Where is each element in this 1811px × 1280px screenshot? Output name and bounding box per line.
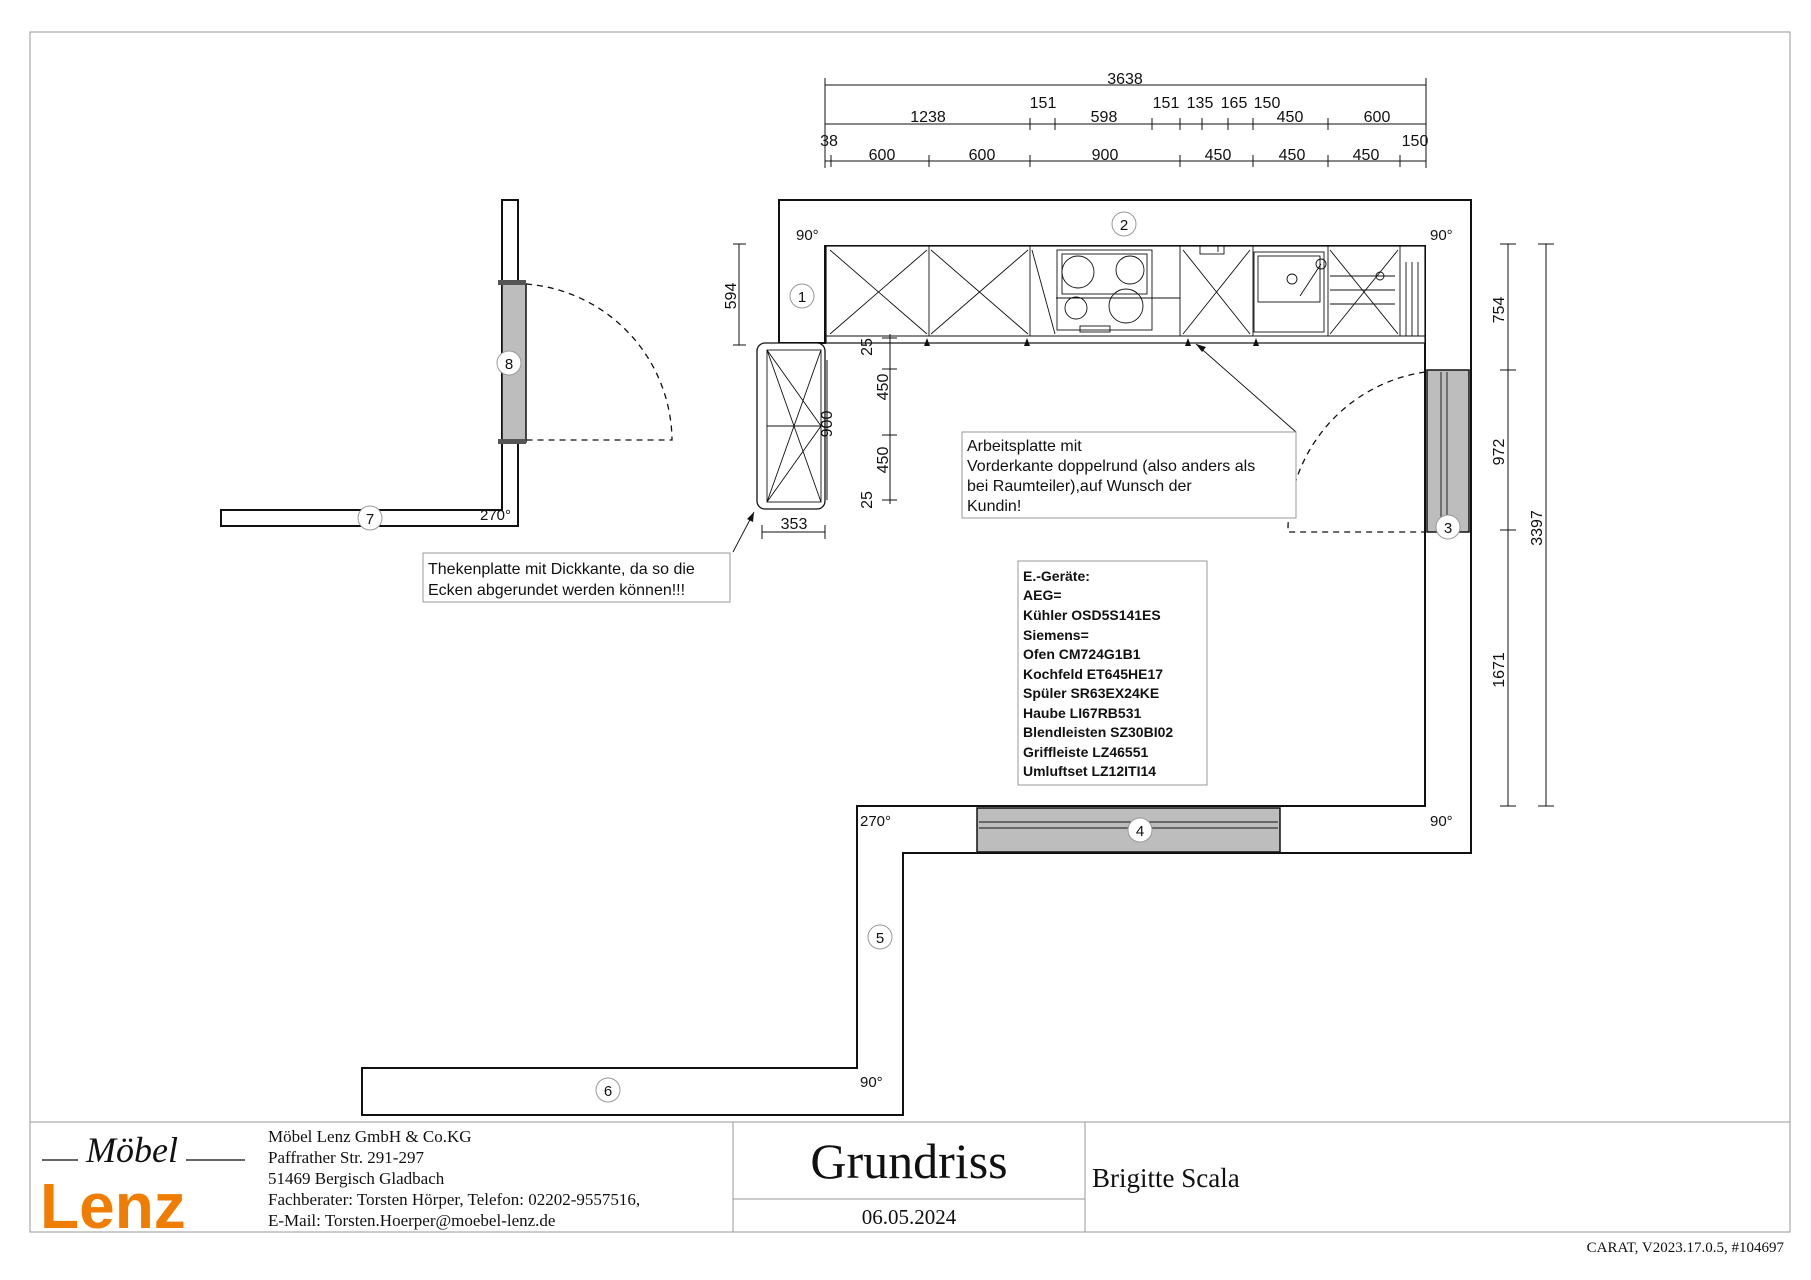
dim-row3-value: 600 bbox=[969, 147, 996, 164]
worktop-note: Arbeitsplatte mit Vorderkante doppelrund… bbox=[967, 438, 1260, 515]
angle-left-corner: 270° bbox=[480, 507, 511, 524]
svg-text:5: 5 bbox=[876, 930, 884, 947]
drawing-date: 06.05.2024 bbox=[862, 1205, 957, 1229]
dim-row3-value: 600 bbox=[869, 147, 896, 164]
cabinet-run bbox=[825, 245, 1426, 344]
dim-row2-value: 151 bbox=[1153, 95, 1180, 112]
dim-row3-value: 450 bbox=[1205, 147, 1232, 164]
dim-island-offset: 450 bbox=[875, 447, 892, 474]
svg-text:Möbel: Möbel bbox=[85, 1130, 178, 1170]
island-counter bbox=[756, 342, 826, 510]
counter-note-box bbox=[422, 552, 731, 603]
appliance-list-box bbox=[1017, 560, 1208, 786]
main-room-wall bbox=[361, 199, 1472, 1116]
wall-marker-7: 7 bbox=[357, 505, 383, 531]
dim-row2-value: 1238 bbox=[910, 109, 946, 126]
door-swing-left bbox=[525, 283, 673, 441]
dim-row2-value: 151 bbox=[1030, 95, 1057, 112]
wall-marker-5: 5 bbox=[867, 924, 893, 950]
dim-row3-value: 450 bbox=[1353, 147, 1380, 164]
company-logo: Möbel Lenz bbox=[40, 1130, 245, 1242]
window-wall-3 bbox=[1426, 369, 1470, 533]
dim-right: 972 bbox=[1491, 439, 1508, 466]
door-swing-right bbox=[1287, 371, 1426, 533]
angle-bottom-right: 90° bbox=[1430, 813, 1453, 830]
dim-row2-value: 135 bbox=[1187, 95, 1214, 112]
dimension-lines bbox=[733, 78, 1554, 807]
title-block: Möbel Lenz Möbel Lenz GmbH & Co.KG Paffr… bbox=[30, 1121, 1790, 1242]
dim-row3-value: 150 bbox=[1402, 133, 1429, 150]
dim-row2-value: 600 bbox=[1364, 109, 1391, 126]
dim-island-offset: 450 bbox=[875, 374, 892, 401]
dim-row2-value: 165 bbox=[1221, 95, 1248, 112]
svg-text:2: 2 bbox=[1120, 217, 1128, 234]
angle-top-left: 90° bbox=[796, 227, 819, 244]
left-room-wall bbox=[220, 199, 519, 527]
wall-marker-6: 6 bbox=[595, 1077, 621, 1103]
dim-row2-value: 450 bbox=[1277, 109, 1304, 126]
dim-total-width: 3638 bbox=[1107, 71, 1143, 88]
logo-main: Lenz bbox=[40, 1170, 186, 1242]
appliance-list: E.-Geräte: AEG= Kühler OSD5S141ES Siemen… bbox=[1023, 568, 1177, 779]
wall-marker-2: 2 bbox=[1111, 211, 1137, 237]
wall-marker-1: 1 bbox=[789, 283, 815, 309]
worktop-note-box bbox=[961, 431, 1297, 519]
walls bbox=[220, 199, 1472, 1116]
sheet-border bbox=[29, 31, 1791, 1233]
dim-right: 1671 bbox=[1491, 652, 1508, 688]
angle-bottom-left: 270° bbox=[860, 813, 891, 830]
dim-row3-value: 450 bbox=[1279, 147, 1306, 164]
svg-text:6: 6 bbox=[604, 1083, 612, 1100]
wall-markers: 1 2 3 4 5 6 7 8 bbox=[357, 211, 1461, 1103]
svg-text:4: 4 bbox=[1136, 823, 1144, 840]
dim-row3-value: 900 bbox=[1092, 147, 1119, 164]
company-info: Möbel Lenz GmbH & Co.KG Paffrather Str. … bbox=[268, 1127, 644, 1230]
dim-left-depth: 594 bbox=[723, 283, 740, 310]
angle-top-right: 90° bbox=[1430, 227, 1453, 244]
svg-text:8: 8 bbox=[505, 356, 513, 373]
svg-text:1: 1 bbox=[798, 289, 806, 306]
customer-name: Brigitte Scala bbox=[1092, 1163, 1240, 1193]
dim-island-width: 353 bbox=[781, 516, 808, 533]
svg-text:3: 3 bbox=[1444, 520, 1452, 537]
wall-marker-4: 4 bbox=[1127, 817, 1153, 843]
dim-right-total: 3397 bbox=[1529, 510, 1546, 546]
dim-right: 754 bbox=[1491, 297, 1508, 324]
kitchen-row bbox=[825, 245, 1426, 346]
drawing-title: Grundriss bbox=[810, 1133, 1007, 1189]
dim-row3: 38 600 600 900 450 450 450 150 bbox=[820, 133, 1428, 164]
dim-row2-value: 150 bbox=[1254, 95, 1281, 112]
dim-row2: 1238 151 598 151 135 165 150 450 600 bbox=[910, 95, 1390, 126]
counter-note: Thekenplatte mit Dickkante, da so die Ec… bbox=[428, 561, 699, 599]
dim-row2-value: 598 bbox=[1091, 109, 1118, 126]
dim-row3-value: 38 bbox=[820, 133, 838, 150]
dim-island-length: 900 bbox=[819, 411, 836, 438]
angle-lower-corner: 90° bbox=[860, 1074, 883, 1091]
wall-marker-8: 8 bbox=[496, 350, 522, 376]
svg-text:7: 7 bbox=[366, 511, 374, 528]
dim-island-offset: 25 bbox=[859, 491, 876, 509]
software-footer: CARAT, V2023.17.0.5, #104697 bbox=[1587, 1240, 1785, 1256]
wall-marker-3: 3 bbox=[1435, 514, 1461, 540]
dim-island-offset: 25 bbox=[859, 338, 876, 356]
